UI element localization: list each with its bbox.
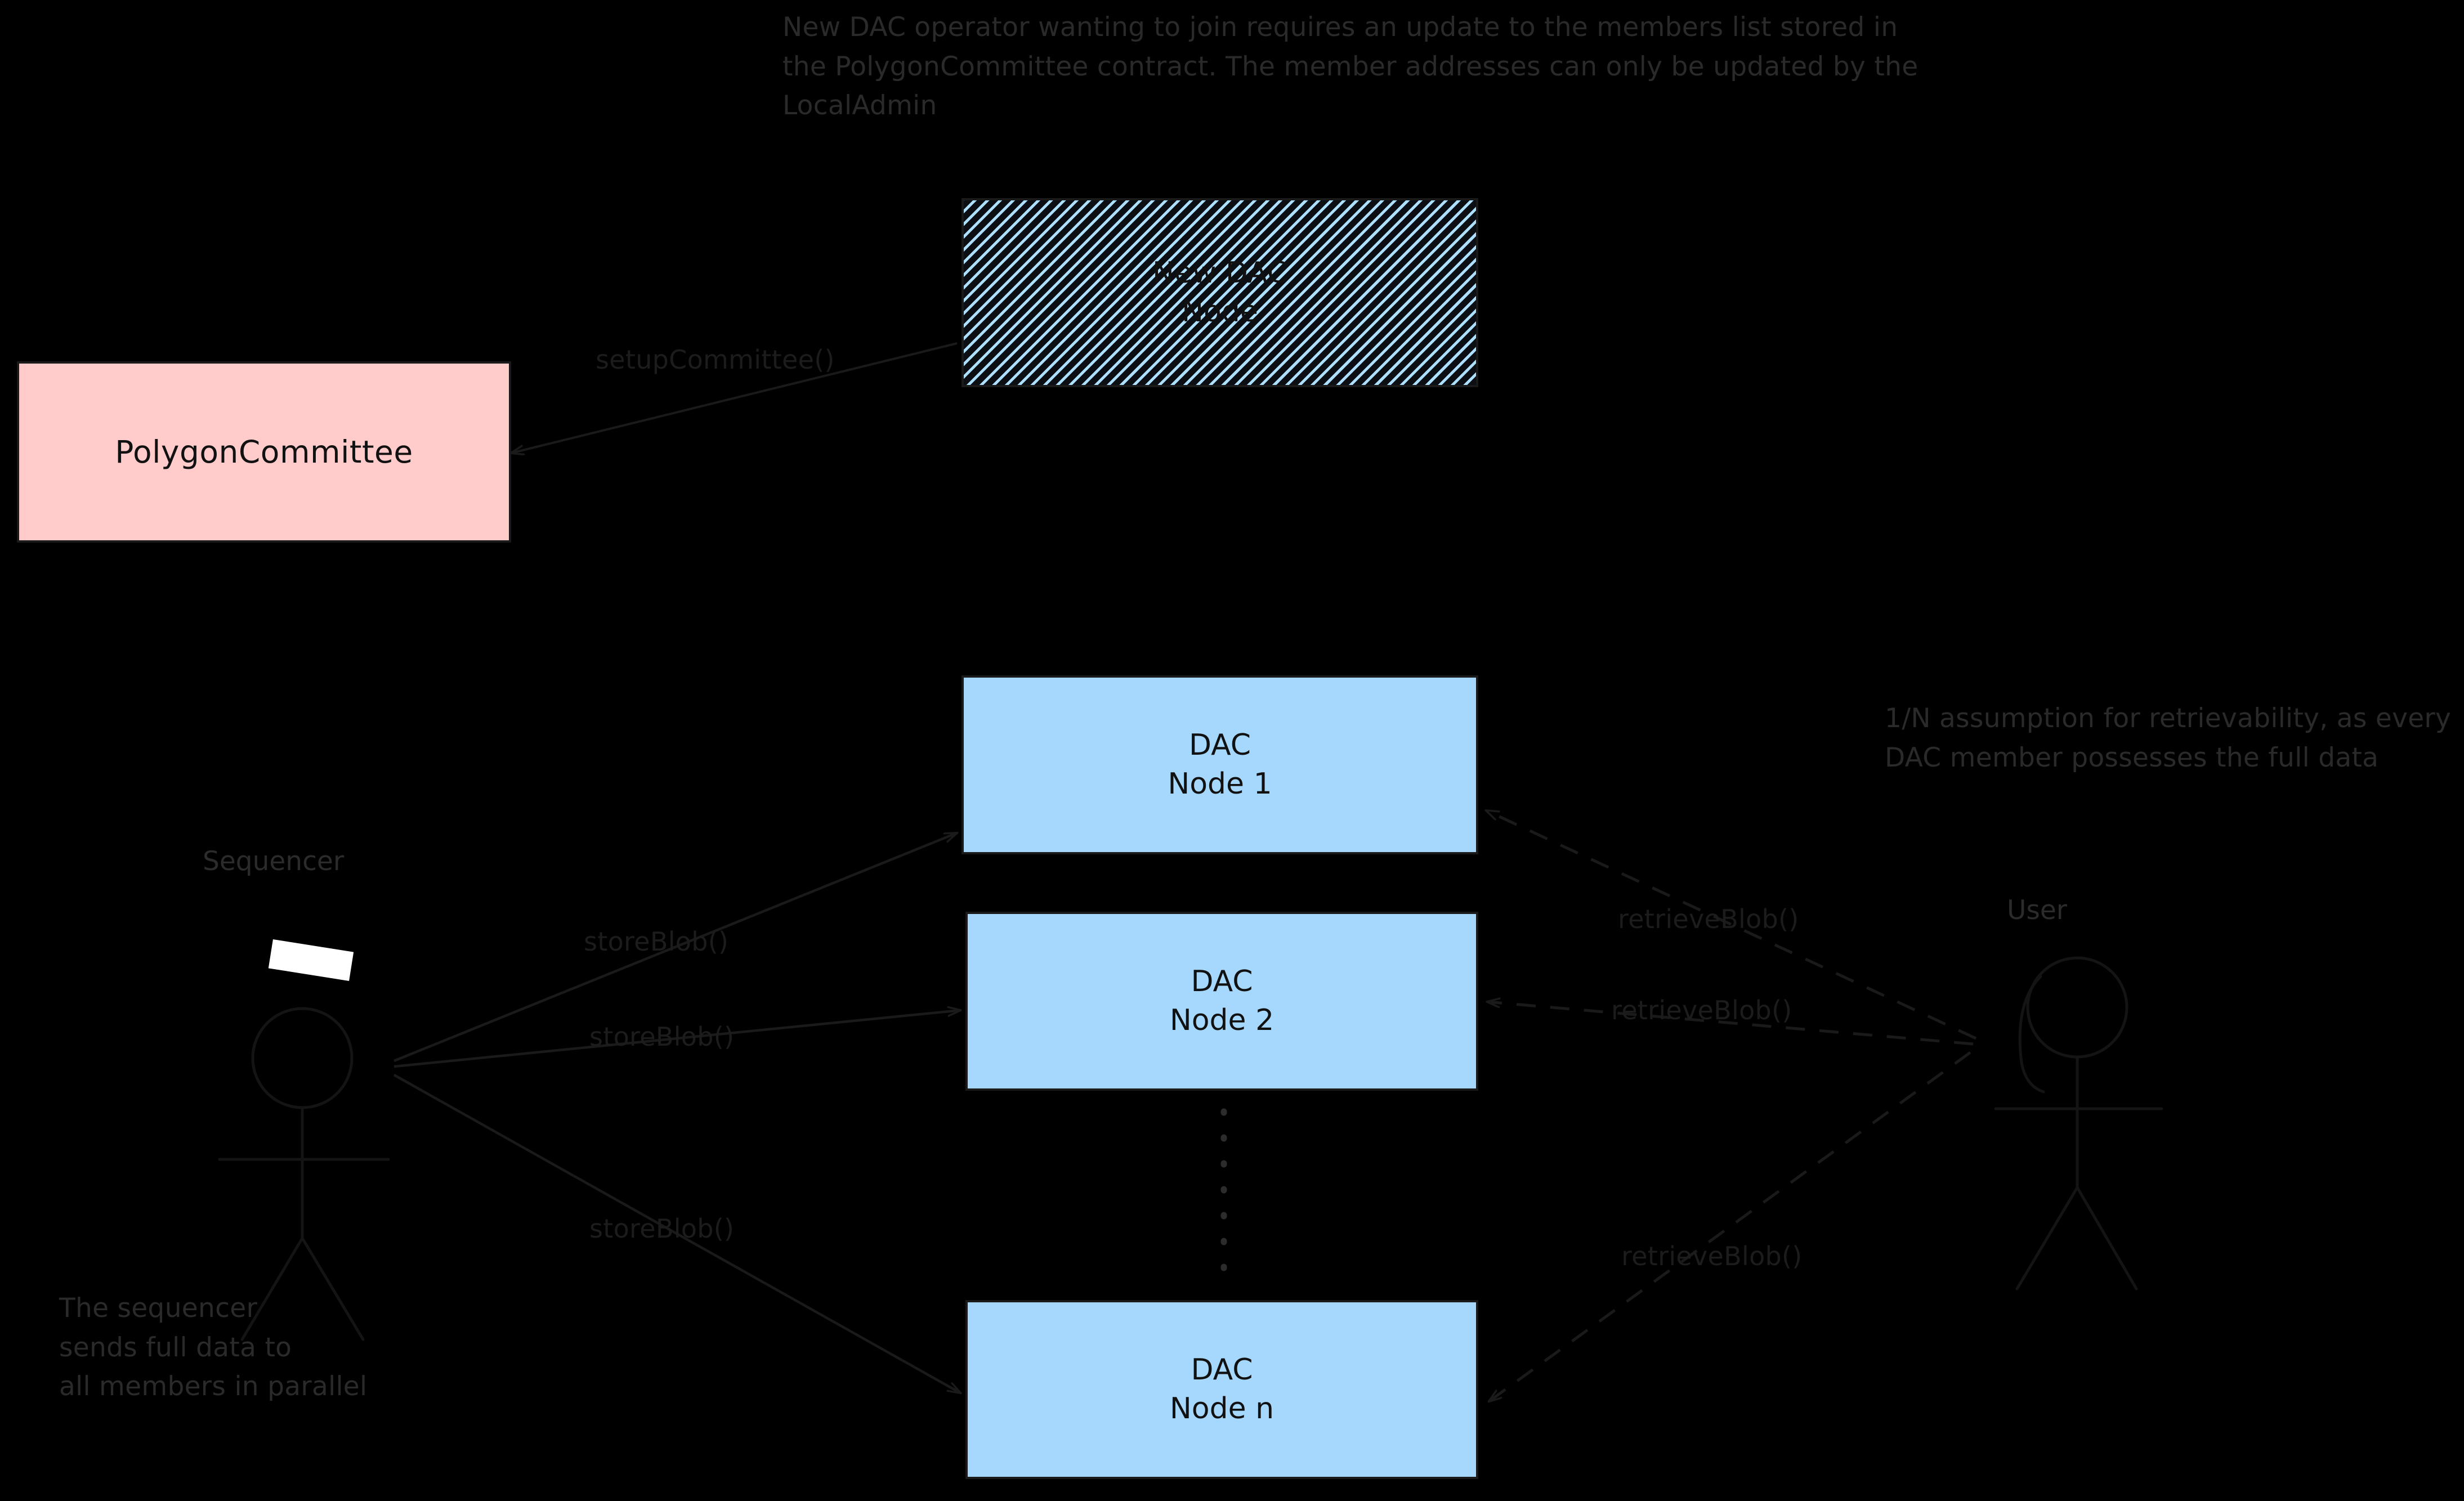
edge-label-store-blob-1: storeBlob() [584,926,729,957]
dac-node-n-line-1: DAC [1191,1353,1253,1387]
user-figure-icon [1994,956,2163,1291]
new-dac-node-line-1: New DAC [1152,256,1288,290]
box-polygon-committee[interactable]: PolygonCommittee [17,361,511,543]
box-dac-node-1[interactable]: DAC Node 1 [962,675,1478,854]
annotation-retrievability-assumption: 1/N assumption for retrievability, as ev… [1885,703,2452,773]
edge-label-store-blob-3: storeBlob() [589,1213,735,1244]
edge-retrieve-blob-3 [1489,1051,1971,1401]
actor-label-user: User [2007,895,2068,926]
edge-label-retrieve-blob-2: retrieveBlob() [1611,995,1792,1025]
edge-label-retrieve-blob-3: retrieveBlob() [1621,1241,1803,1271]
actor-label-sequencer: Sequencer [203,846,345,877]
box-dac-node-2[interactable]: DAC Node 2 [965,912,1478,1091]
box-new-dac-node[interactable]: New DAC Node [962,198,1478,387]
new-dac-node-line-2: Node [1182,295,1258,329]
dac-node-n-line-2: Node n [1169,1392,1275,1426]
polygon-committee-label: PolygonCommittee [115,433,413,470]
dac-node-1-line-1: DAC [1188,728,1251,763]
edge-label-store-blob-2: storeBlob() [589,1021,735,1052]
dac-node-2-line-1: DAC [1191,965,1253,999]
box-dac-node-n[interactable]: DAC Node n [965,1300,1478,1479]
edge-label-retrieve-blob-1: retrieveBlob() [1618,904,1799,934]
dac-node-1-line-2: Node 1 [1168,767,1272,801]
edge-label-setup-committee: setupCommittee() [596,344,835,375]
sequencer-highlight-marker [268,939,354,982]
annotation-new-dac-operator: New DAC operator wanting to join require… [782,12,1919,122]
dac-node-2-line-2: Node 2 [1169,1003,1275,1037]
annotation-sequencer-parallel-send: The sequencer sends full data to all mem… [59,1293,368,1403]
